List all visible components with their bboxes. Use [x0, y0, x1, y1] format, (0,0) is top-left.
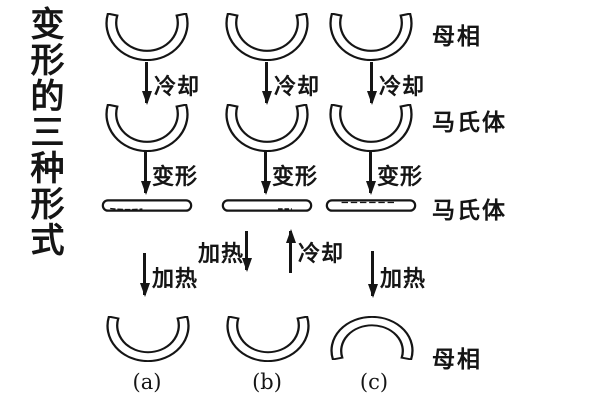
parent-phase-arc-b	[223, 13, 311, 61]
parent-phase-arc-c	[327, 13, 415, 61]
heating-arrow-b	[241, 231, 252, 272]
deformation-arrow-a	[140, 151, 151, 195]
deformation-label-a: 变形	[152, 164, 199, 190]
phase-label-martensite-1: 马氏体	[432, 109, 507, 136]
phase-label-parent-top: 母相	[432, 23, 482, 50]
heating-label-b: 加热	[198, 241, 245, 267]
heating-label-c: 加热	[380, 266, 427, 292]
caption-b: (b)	[252, 370, 282, 394]
cooling-label-b: 冷却	[274, 74, 321, 100]
phase-label-martensite-2: 马氏体	[432, 197, 507, 224]
recovered-arc-b	[224, 316, 312, 362]
reversed-dome-arc-c	[328, 316, 416, 360]
caption-a: (a)	[132, 370, 162, 394]
heating-label-a: 加热	[152, 266, 199, 292]
deformed-martensite-bar-b	[221, 198, 313, 213]
caption-c: (c)	[359, 370, 389, 394]
cooling-label-c: 冷却	[379, 74, 426, 100]
cooling-label-b2: 冷却	[298, 241, 345, 267]
heating-arrow-c	[367, 251, 378, 298]
cooling-arrow-c	[366, 62, 377, 105]
deformed-martensite-bar-c	[325, 198, 417, 213]
cooling-arrow-b	[261, 62, 272, 105]
deformation-arrow-b	[260, 151, 271, 195]
phase-label-parent-bottom: 母相	[432, 346, 482, 373]
deformation-arrow-c	[365, 151, 376, 195]
diagram-title-vertical: 变形的三种形式	[24, 6, 65, 258]
martensite-arc-a	[103, 104, 191, 152]
cooling-arrow-a	[141, 62, 152, 105]
heating-arrow-a	[139, 253, 150, 297]
deformed-martensite-bar-a	[101, 198, 193, 213]
parent-phase-arc-a	[103, 13, 191, 61]
martensite-arc-c	[327, 104, 415, 152]
recovered-arc-a	[104, 316, 192, 362]
cooling-up-arrow-b	[285, 229, 296, 273]
deformation-label-b: 变形	[272, 164, 319, 190]
cooling-label-a: 冷却	[154, 74, 201, 100]
martensite-arc-b	[223, 104, 311, 152]
deformation-label-c: 变形	[377, 164, 424, 190]
